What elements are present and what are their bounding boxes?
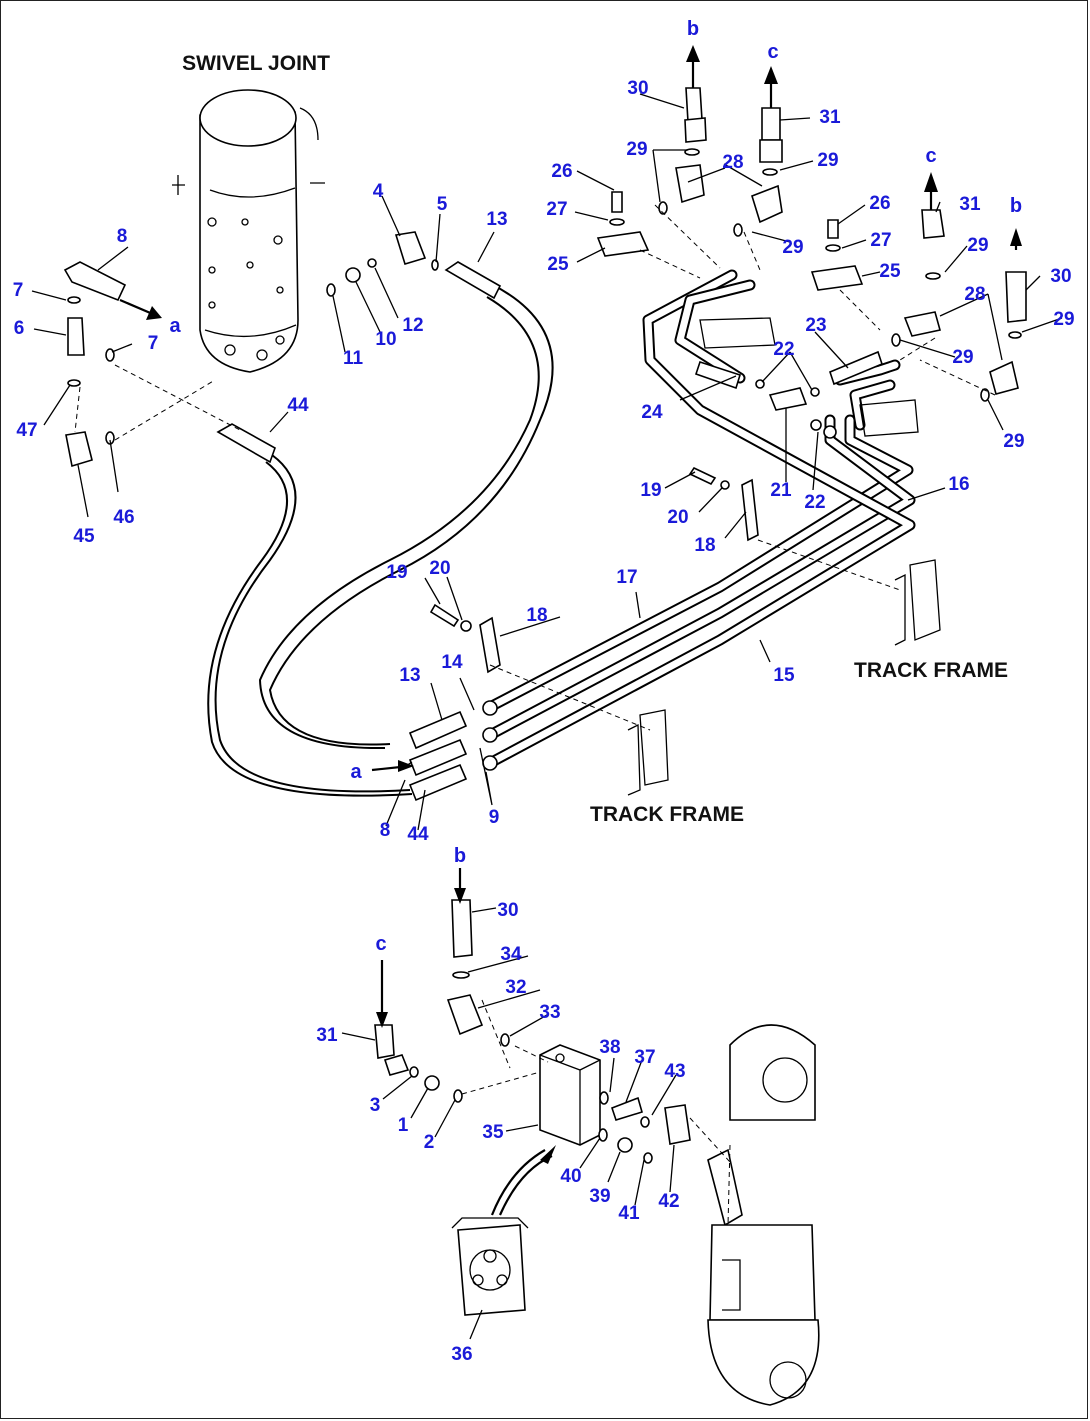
track-frame-brackets bbox=[627, 317, 941, 796]
callout-8: 8 bbox=[117, 226, 128, 247]
callout-31: 31 bbox=[819, 107, 841, 128]
leader-lines bbox=[31, 93, 1063, 1340]
callout-3: 3 bbox=[370, 1095, 381, 1116]
callout-41: 41 bbox=[618, 1203, 640, 1224]
callout-22: 22 bbox=[773, 339, 794, 360]
callout-13: 13 bbox=[399, 665, 420, 686]
callout-27: 27 bbox=[870, 230, 891, 251]
callout-30: 30 bbox=[1050, 266, 1071, 287]
callout-11: 11 bbox=[343, 348, 364, 369]
callout-36: 36 bbox=[451, 1344, 472, 1365]
callout-1: 1 bbox=[398, 1115, 409, 1136]
callout-32: 32 bbox=[505, 977, 526, 998]
flow-arrows bbox=[119, 45, 1022, 1164]
callout-29: 29 bbox=[1053, 309, 1074, 330]
track-frame-heading-right: TRACK FRAME bbox=[854, 659, 1008, 682]
callout-28: 28 bbox=[722, 152, 743, 173]
callout-29: 29 bbox=[782, 237, 803, 258]
callout-25: 25 bbox=[547, 254, 569, 275]
callout-7: 7 bbox=[13, 280, 24, 301]
callout-44: 44 bbox=[407, 824, 429, 845]
callout-21: 21 bbox=[770, 480, 792, 501]
callout-9: 9 bbox=[489, 807, 500, 828]
callout-35: 35 bbox=[482, 1122, 504, 1143]
callout-4: 4 bbox=[373, 181, 384, 202]
callout-16: 16 bbox=[948, 474, 969, 495]
callout-8: 8 bbox=[380, 820, 391, 841]
callout-13: 13 bbox=[486, 209, 507, 230]
callout-29: 29 bbox=[1003, 431, 1024, 452]
callout-29: 29 bbox=[817, 150, 838, 171]
callout-45: 45 bbox=[73, 526, 95, 547]
callout-20: 20 bbox=[429, 558, 450, 579]
connection-letter-c: c bbox=[375, 933, 386, 955]
swivel-joint bbox=[172, 89, 325, 373]
callout-42: 42 bbox=[658, 1191, 679, 1212]
callout-29: 29 bbox=[952, 347, 973, 368]
callout-28: 28 bbox=[964, 284, 985, 305]
callout-7: 7 bbox=[148, 333, 159, 354]
callout-14: 14 bbox=[441, 652, 463, 673]
callout-44: 44 bbox=[287, 395, 309, 416]
fittings bbox=[63, 87, 1027, 802]
track-frame-heading-lower: TRACK FRAME bbox=[590, 803, 744, 826]
connection-letter-b: b bbox=[1010, 195, 1022, 217]
callout-20: 20 bbox=[667, 507, 688, 528]
callout-22: 22 bbox=[804, 492, 825, 513]
callout-31: 31 bbox=[316, 1025, 338, 1046]
hydraulic-cylinder bbox=[707, 1024, 820, 1406]
callout-19: 19 bbox=[640, 480, 661, 501]
callout-30: 30 bbox=[497, 900, 518, 921]
callout-19: 19 bbox=[386, 562, 407, 583]
hoses bbox=[207, 284, 554, 797]
connection-letter-b: b bbox=[454, 845, 466, 867]
callout-33: 33 bbox=[539, 1002, 560, 1023]
swivel-joint-heading: SWIVEL JOINT bbox=[182, 52, 330, 75]
callout-40: 40 bbox=[560, 1166, 581, 1187]
callout-5: 5 bbox=[437, 194, 448, 215]
callout-26: 26 bbox=[869, 193, 890, 214]
callout-15: 15 bbox=[773, 665, 795, 686]
callout-37: 37 bbox=[634, 1047, 655, 1068]
callout-25: 25 bbox=[879, 261, 901, 282]
callout-24: 24 bbox=[641, 402, 663, 423]
connection-letter-c: c bbox=[925, 145, 936, 167]
connection-letter-a: a bbox=[350, 761, 362, 783]
callout-34: 34 bbox=[500, 944, 522, 965]
callout-29: 29 bbox=[626, 139, 647, 160]
callout-47: 47 bbox=[16, 420, 37, 441]
check-valve-assembly bbox=[374, 899, 691, 1316]
callout-23: 23 bbox=[805, 315, 826, 336]
callout-12: 12 bbox=[402, 315, 423, 336]
callout-39: 39 bbox=[589, 1186, 610, 1207]
callout-17: 17 bbox=[616, 567, 637, 588]
callout-46: 46 bbox=[113, 507, 134, 528]
callout-6: 6 bbox=[14, 318, 25, 339]
callout-27: 27 bbox=[546, 199, 567, 220]
connection-letter-a: a bbox=[169, 315, 181, 337]
part-callouts: 8 7 6 7 47 46 45 44 4 5 13 12 10 11 30 3… bbox=[13, 78, 1075, 1365]
callout-29: 29 bbox=[967, 235, 988, 256]
callout-26: 26 bbox=[551, 161, 572, 182]
connection-letter-c: c bbox=[767, 41, 778, 63]
callout-18: 18 bbox=[526, 605, 547, 626]
callout-30: 30 bbox=[627, 78, 648, 99]
connection-letter-b: b bbox=[687, 18, 699, 40]
callout-10: 10 bbox=[375, 329, 396, 350]
callout-2: 2 bbox=[424, 1132, 435, 1153]
callout-18: 18 bbox=[694, 535, 715, 556]
callout-43: 43 bbox=[664, 1061, 685, 1082]
callout-38: 38 bbox=[599, 1037, 620, 1058]
callout-31: 31 bbox=[959, 194, 981, 215]
